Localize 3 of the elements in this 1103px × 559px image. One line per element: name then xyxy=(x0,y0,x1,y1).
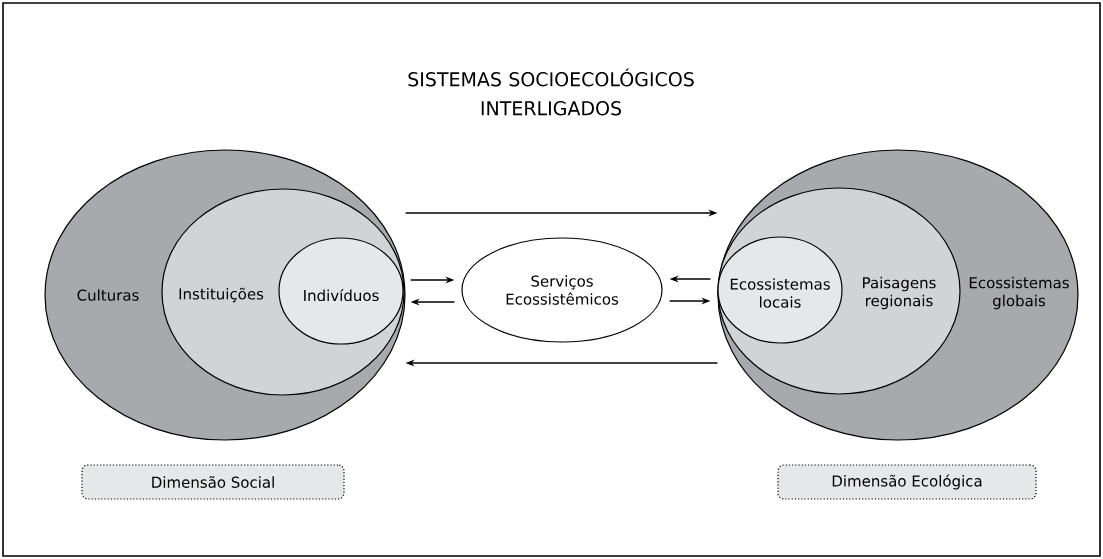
title: SISTEMAS SOCIOECOLÓGICOS INTERLIGADOS xyxy=(408,68,694,116)
dimension-box: Dimensão Ecológica xyxy=(777,464,1037,500)
dimension-box: Dimensão Social xyxy=(81,464,345,500)
